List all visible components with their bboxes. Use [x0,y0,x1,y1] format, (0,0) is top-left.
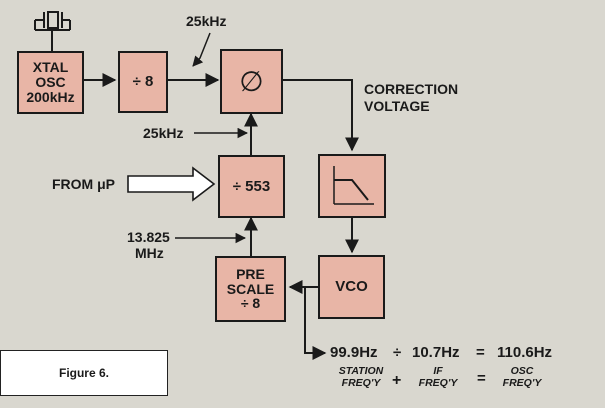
divide-by-553-block: ÷ 553 [218,155,285,218]
wire-vco-output [304,287,327,360]
divide-by-8-label: ÷ 8 [132,73,154,91]
phase-detector-block: ∅ [220,49,283,114]
figure-caption: Figure 6. [58,366,109,380]
prescale-line-2: SCALE [226,280,275,297]
station-freq-value: 99.9Hz [330,344,378,361]
xtal-line-1: XTAL [32,59,69,76]
osc-freq-value: 110.6Hz [497,344,553,361]
freq-label-left: 25kHz [143,125,184,141]
prescale-line-3: ÷ 8 [240,295,261,312]
osc-caption-2: FREQ'Y [502,376,542,389]
figure-caption-box: Figure 6. [0,350,168,396]
if-freq-caption: IF FREQ'Y [410,365,466,389]
mhz-label-2: MHz [135,245,164,261]
mhz-label-1: 13.825 [127,229,170,245]
station-caption-1: STATION [338,365,384,377]
if-freq-value: 10.7Hz [412,344,460,361]
equation-op-2: = [476,344,485,361]
osc-caption-1: OSC [510,365,534,377]
caption-equals: = [477,370,486,387]
divide-by-553-label: ÷ 553 [232,177,271,195]
loop-filter-block [318,154,386,218]
correction-voltage-label-2: VOLTAGE [364,98,430,114]
from-microprocessor-label: FROM μP [52,176,116,192]
if-caption-2: FREQ'Y [418,376,458,389]
divide-by-8-block: ÷ 8 [118,51,168,113]
vco-label: VCO [335,278,368,296]
xtal-oscillator-block: XTAL OSC 200kHz [17,51,84,114]
station-freq-caption: STATION FREQ'Y [333,365,389,389]
freq-label-top: 25kHz [186,13,227,29]
station-caption-2: FREQ'Y [341,376,381,389]
prescale-line-1: PRE [236,265,265,282]
xtal-line-3: 200kHz [26,88,75,105]
input-arrow-icon [127,166,216,202]
correction-voltage-label-1: CORRECTION [364,81,459,97]
phase-symbol: ∅ [239,65,264,97]
caption-plus: + [392,372,402,389]
osc-freq-caption: OSC FREQ'Y [494,365,550,389]
equation-op-1: ÷ [393,344,402,361]
crystal-icon [34,11,71,52]
prescaler-block: PRE SCALE ÷ 8 [215,256,286,322]
pointer-25khz-top [192,32,211,67]
xtal-line-2: OSC [35,74,66,91]
filter-response-icon [333,166,374,205]
if-caption-1: IF [433,365,443,377]
vco-block: VCO [318,255,385,319]
wire-phase-filter [283,79,359,152]
